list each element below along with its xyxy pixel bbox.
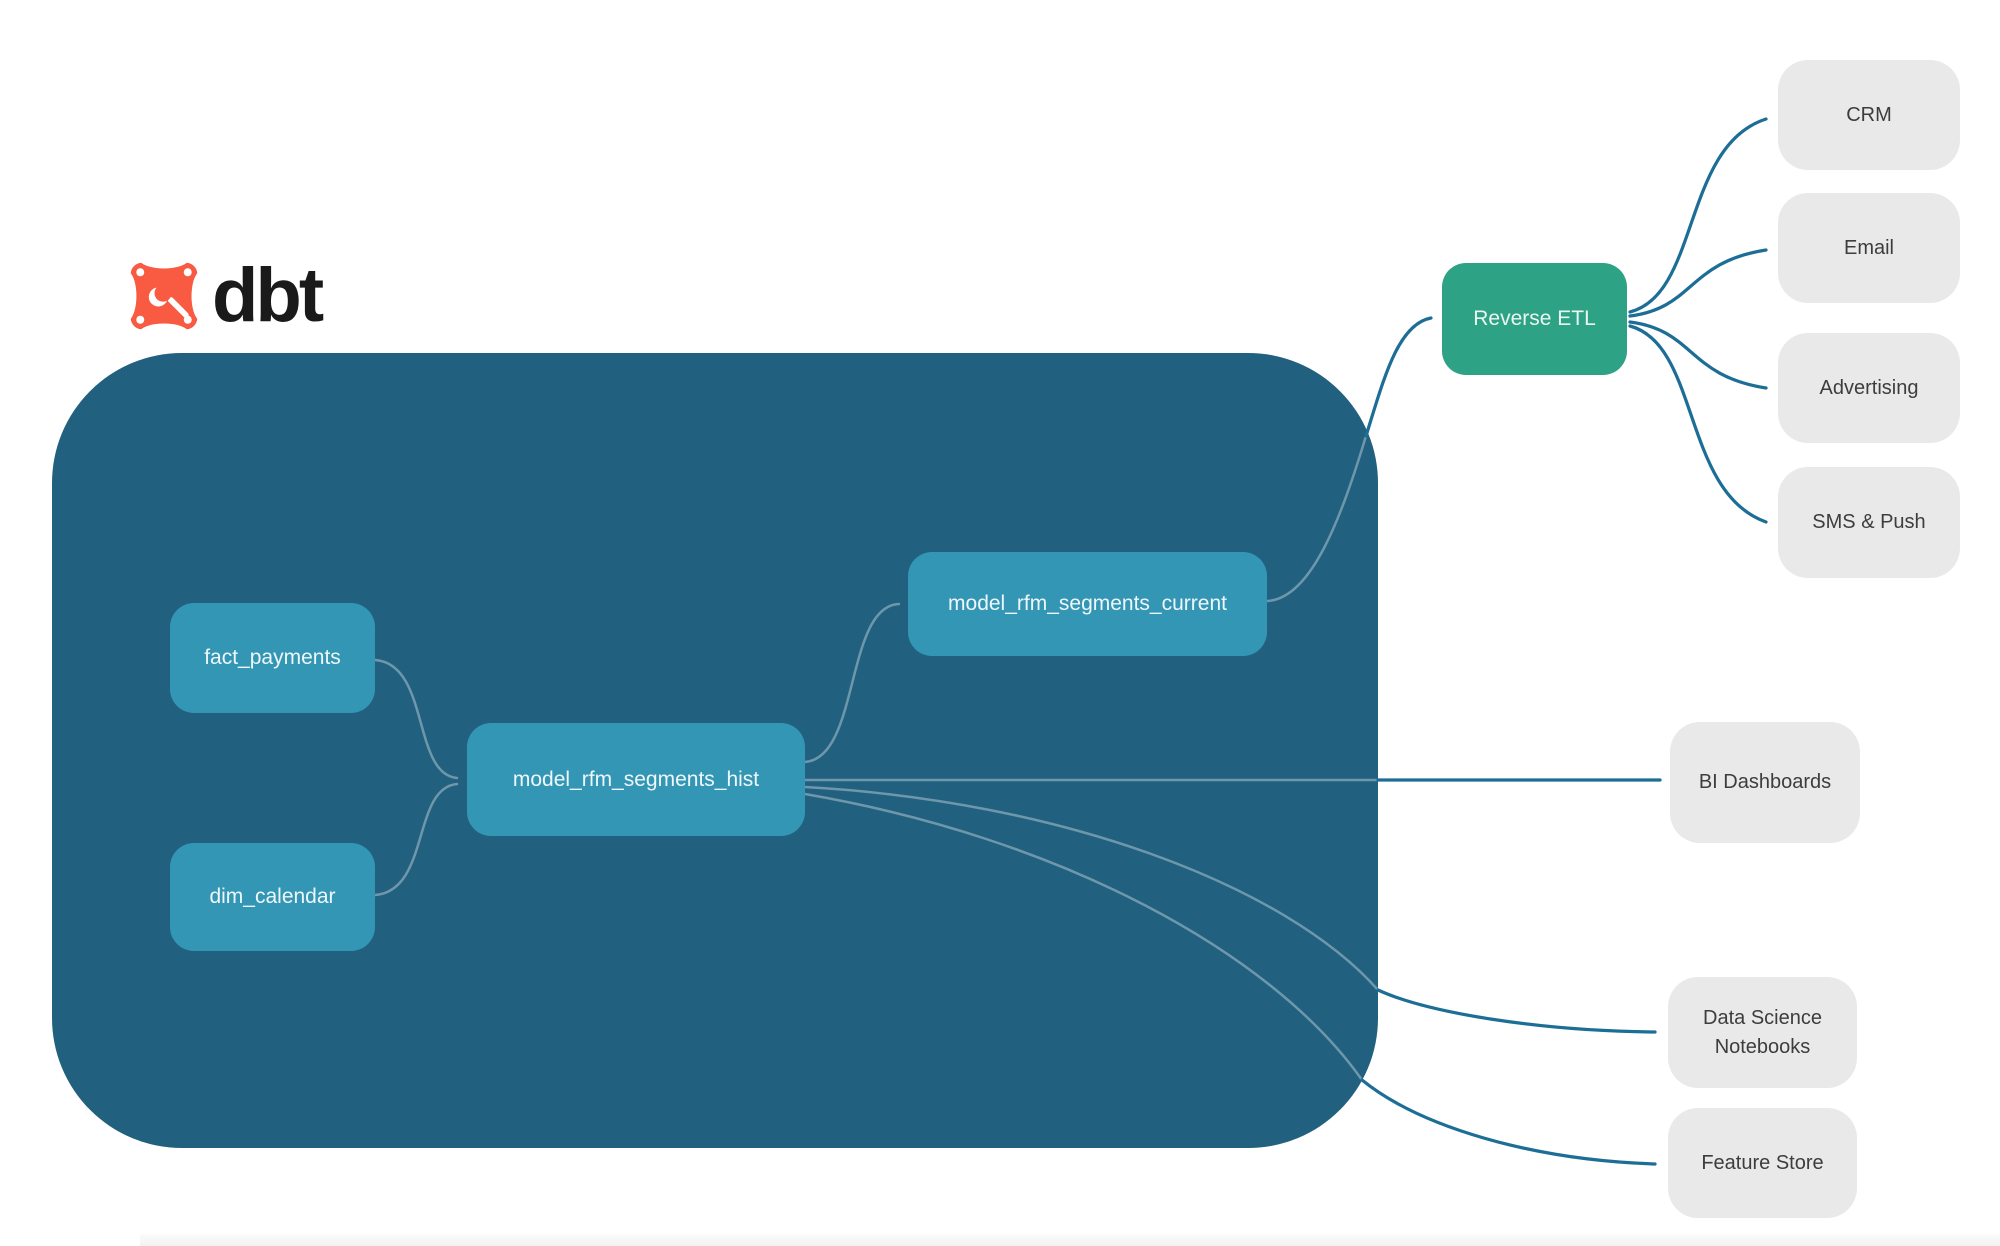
- edge-current-to-reverse-etl-outer: [1364, 316, 1433, 438]
- node-sms-push: SMS & Push: [1778, 467, 1960, 578]
- node-data-science-notebooks-label: Data Science Notebooks: [1703, 1006, 1822, 1058]
- node-fact-payments-label: fact_payments: [204, 646, 341, 669]
- node-sms-push-label: SMS & Push: [1812, 511, 1926, 533]
- node-model-rfm-segments-hist: model_rfm_segments_hist: [467, 723, 805, 836]
- edge-reverse-etl-to-crm: [1628, 117, 1768, 314]
- page-bottom-edge: [140, 1234, 2000, 1246]
- node-dim-calendar: dim_calendar: [170, 843, 375, 951]
- node-model-rfm-segments-hist-label: model_rfm_segments_hist: [512, 767, 760, 791]
- dbt-logo: dbt: [126, 253, 324, 338]
- node-model-rfm-segments-current-label: model_rfm_segments_current: [948, 592, 1227, 615]
- edge-reverse-etl-to-advertising: [1628, 320, 1768, 390]
- dbt-logo-icon: [130, 262, 198, 330]
- node-crm: CRM: [1778, 60, 1960, 170]
- dbt-logo-text: dbt: [212, 253, 324, 338]
- node-bi-dashboards-label: BI Dashboards: [1698, 771, 1832, 793]
- node-reverse-etl: Reverse ETL: [1442, 263, 1627, 375]
- node-feature-store-label: Feature Store: [1701, 1151, 1824, 1174]
- node-feature-store: Feature Store: [1668, 1108, 1857, 1218]
- node-model-rfm-segments-current: model_rfm_segments_current: [908, 552, 1267, 656]
- node-crm-label: CRM: [1846, 103, 1892, 126]
- node-advertising-label: Advertising: [1819, 376, 1919, 399]
- node-email: Email: [1778, 193, 1960, 303]
- node-bi-dashboards: BI Dashboards: [1670, 722, 1860, 843]
- node-email-label: Email: [1843, 236, 1894, 259]
- node-reverse-etl-label: Reverse ETL: [1473, 307, 1596, 330]
- edge-reverse-etl-to-sms-push: [1628, 324, 1768, 524]
- edge-hist-to-feature-store-outer: [1360, 1078, 1657, 1166]
- node-data-science-notebooks: Data Science Notebooks: [1668, 977, 1857, 1088]
- edge-reverse-etl-to-email: [1628, 248, 1768, 318]
- node-fact-payments: fact_payments: [170, 603, 375, 713]
- node-advertising: Advertising: [1778, 333, 1960, 443]
- edge-hist-to-data-science-outer: [1376, 988, 1657, 1034]
- node-dim-calendar-label: dim_calendar: [209, 885, 336, 908]
